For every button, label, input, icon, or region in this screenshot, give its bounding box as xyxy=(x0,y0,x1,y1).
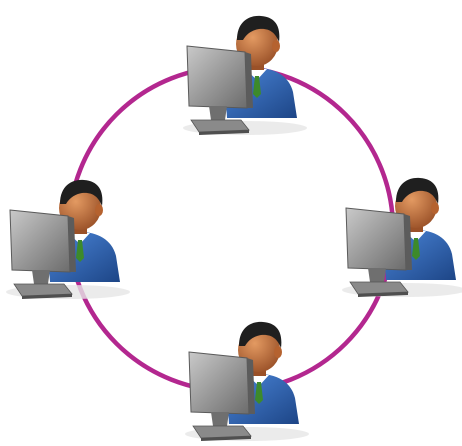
user-workstation-icon xyxy=(5,179,131,300)
user-workstation-icon xyxy=(341,177,462,298)
workstation-node-right xyxy=(341,177,462,298)
workstation-node-left xyxy=(5,179,131,300)
